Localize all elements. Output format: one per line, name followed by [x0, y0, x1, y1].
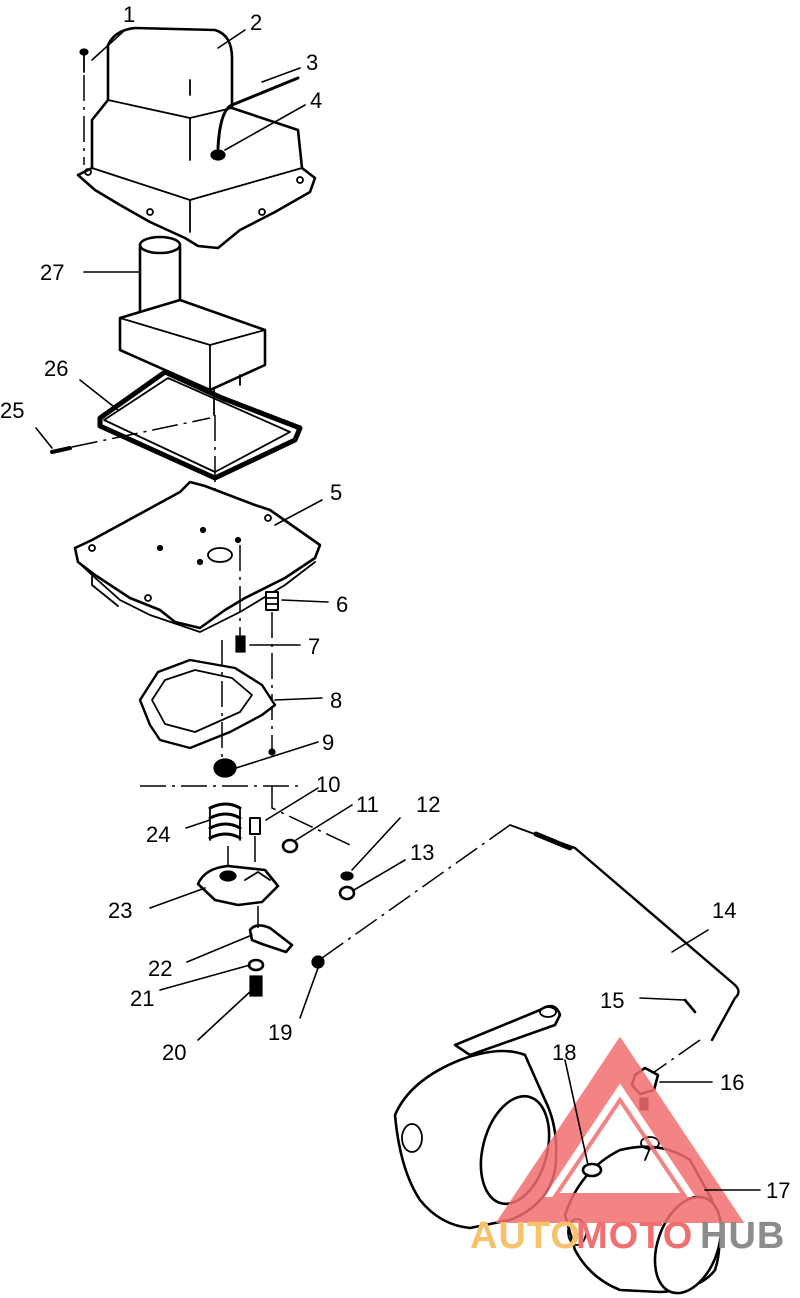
screw-part-7 [235, 635, 246, 653]
callout-14: 14 [712, 898, 736, 923]
screw-part-10 [249, 817, 261, 870]
callout-17: 17 [766, 1178, 790, 1203]
callout-21: 21 [130, 986, 154, 1011]
watermark-logo: AUTO MOTO HUB [470, 1036, 785, 1257]
callout-8: 8 [330, 688, 342, 713]
nut-part-11 [281, 838, 299, 854]
rod-part-14 [321, 824, 740, 1042]
callout-27: 27 [40, 260, 64, 285]
callout-15: 15 [600, 988, 624, 1013]
gasket-part-26 [97, 369, 303, 481]
grommet-part-4 [210, 149, 226, 161]
callout-16: 16 [720, 1070, 744, 1095]
bolt-part-20 [249, 975, 263, 997]
axis-12 [271, 786, 351, 846]
callout-23: 23 [108, 898, 132, 923]
stud-part-6 [265, 591, 279, 611]
pin-part-25 [50, 446, 72, 454]
tube-part-3 [216, 76, 300, 150]
callout-26: 26 [44, 356, 68, 381]
callout-1: 1 [123, 2, 135, 27]
screw-part-1 [79, 48, 89, 165]
bushing-part-18 [581, 1162, 603, 1178]
seal-part-9 [213, 748, 276, 778]
watermark-text-moto: MOTO [576, 1215, 693, 1257]
spring-part-24 [208, 802, 242, 841]
gasket-inner [103, 377, 291, 473]
callout-20: 20 [162, 1040, 186, 1065]
gasket-inner-8 [151, 669, 253, 733]
callout-6: 6 [336, 592, 348, 617]
callout-11: 11 [356, 792, 379, 817]
washer-part-12 [340, 871, 354, 881]
watermark-text-auto: AUTO [470, 1215, 581, 1257]
throttle-body-left [393, 1004, 562, 1230]
leader-lines [35, 29, 761, 1191]
leader-dash-25 [71, 417, 211, 448]
callout-25: 25 [0, 398, 24, 423]
callout-7: 7 [308, 634, 320, 659]
callout-10: 10 [316, 772, 340, 797]
callout-12: 12 [416, 792, 440, 817]
nut-part-13 [338, 885, 356, 901]
callout-labels: 1 2 3 4 27 26 25 5 6 7 8 9 10 11 12 13 2… [0, 2, 790, 1203]
plate-part-5 [73, 480, 322, 633]
callout-13: 13 [410, 840, 434, 865]
callout-24: 24 [146, 822, 170, 847]
callout-19: 19 [268, 1020, 292, 1045]
callout-18: 18 [552, 1040, 576, 1065]
clip-part-15 [683, 998, 697, 1014]
callout-9: 9 [322, 730, 334, 755]
washer-part-21 [247, 958, 265, 972]
callout-2: 2 [250, 10, 262, 35]
watermark-text-hub: HUB [700, 1215, 785, 1257]
callout-3: 3 [306, 50, 318, 75]
callout-5: 5 [330, 480, 342, 505]
cover-part-2 [76, 26, 317, 250]
callout-22: 22 [148, 956, 172, 981]
actuator-part-27 [118, 235, 267, 416]
lever-part-22 [248, 906, 294, 954]
leader-dash-15 [649, 1039, 701, 1076]
callout-4: 4 [310, 88, 322, 113]
cam-part-23 [196, 846, 280, 907]
